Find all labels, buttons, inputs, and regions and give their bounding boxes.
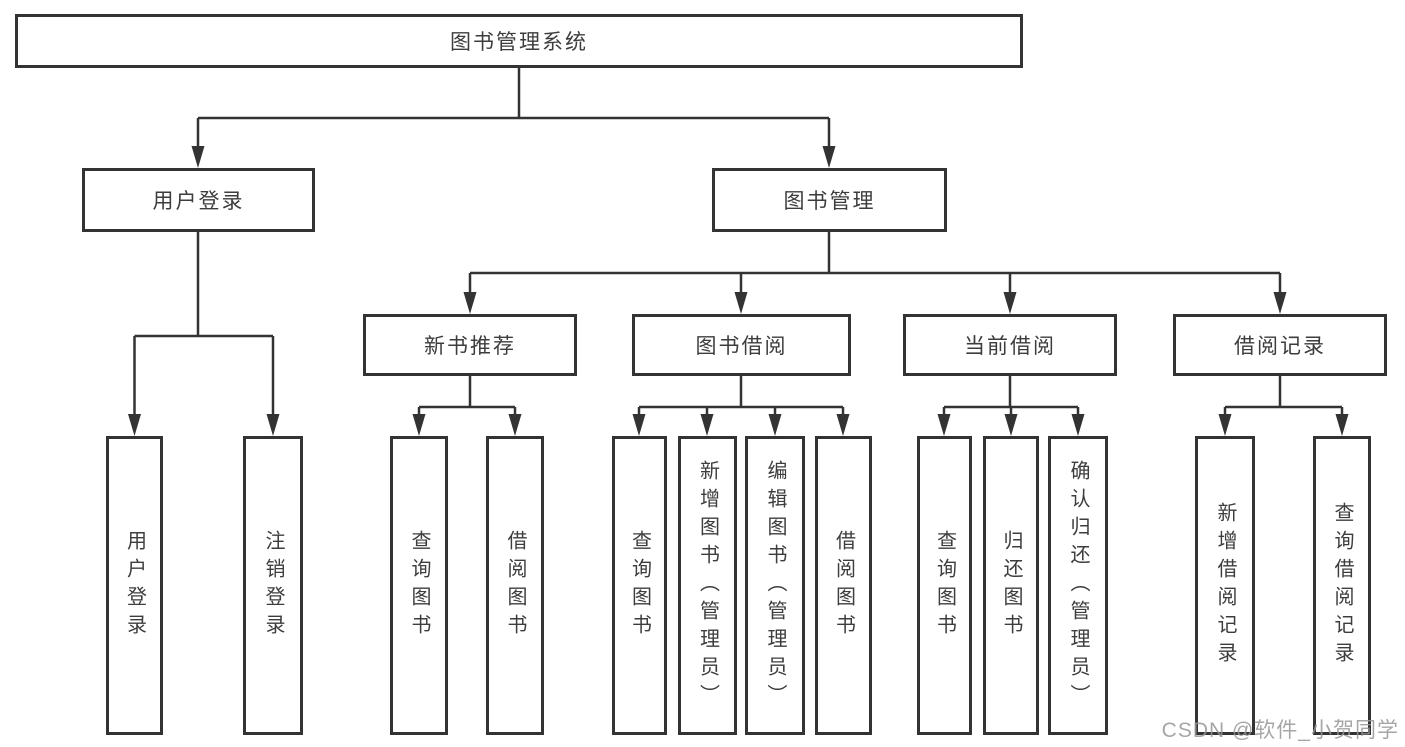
node-borrow-books-leaf: 借阅图书 bbox=[815, 436, 872, 735]
csdn-watermark: CSDN @软件_小贺同学 bbox=[1161, 719, 1399, 742]
node-library-system: 图书管理系统 bbox=[15, 14, 1023, 68]
node-borrow-books-recommendation: 借阅图书 bbox=[486, 436, 544, 735]
node-confirm-return-admin: 确认归还（管理员） bbox=[1048, 436, 1108, 735]
node-query-books-borrowing: 查询图书 bbox=[612, 436, 667, 735]
node-add-borrow-record: 新增借阅记录 bbox=[1195, 436, 1255, 735]
node-query-books-recommendation: 查询图书 bbox=[390, 436, 448, 735]
node-book-management-module: 图书管理 bbox=[712, 168, 947, 232]
node-new-book-recommendation: 新书推荐 bbox=[363, 314, 577, 376]
node-edit-books-admin: 编辑图书（管理员） bbox=[745, 436, 805, 735]
node-query-books-current: 查询图书 bbox=[917, 436, 972, 735]
node-current-borrowing: 当前借阅 bbox=[903, 314, 1117, 376]
node-book-borrowing: 图书借阅 bbox=[632, 314, 851, 376]
node-add-books-admin: 新增图书（管理员） bbox=[678, 436, 737, 735]
node-logout-leaf: 注销登录 bbox=[243, 436, 303, 735]
node-borrowing-records: 借阅记录 bbox=[1173, 314, 1387, 376]
node-query-borrow-record: 查询借阅记录 bbox=[1313, 436, 1371, 735]
node-user-login-module: 用户登录 bbox=[82, 168, 315, 232]
node-user-login-leaf: 用户登录 bbox=[106, 436, 163, 735]
node-return-books: 归还图书 bbox=[983, 436, 1039, 735]
